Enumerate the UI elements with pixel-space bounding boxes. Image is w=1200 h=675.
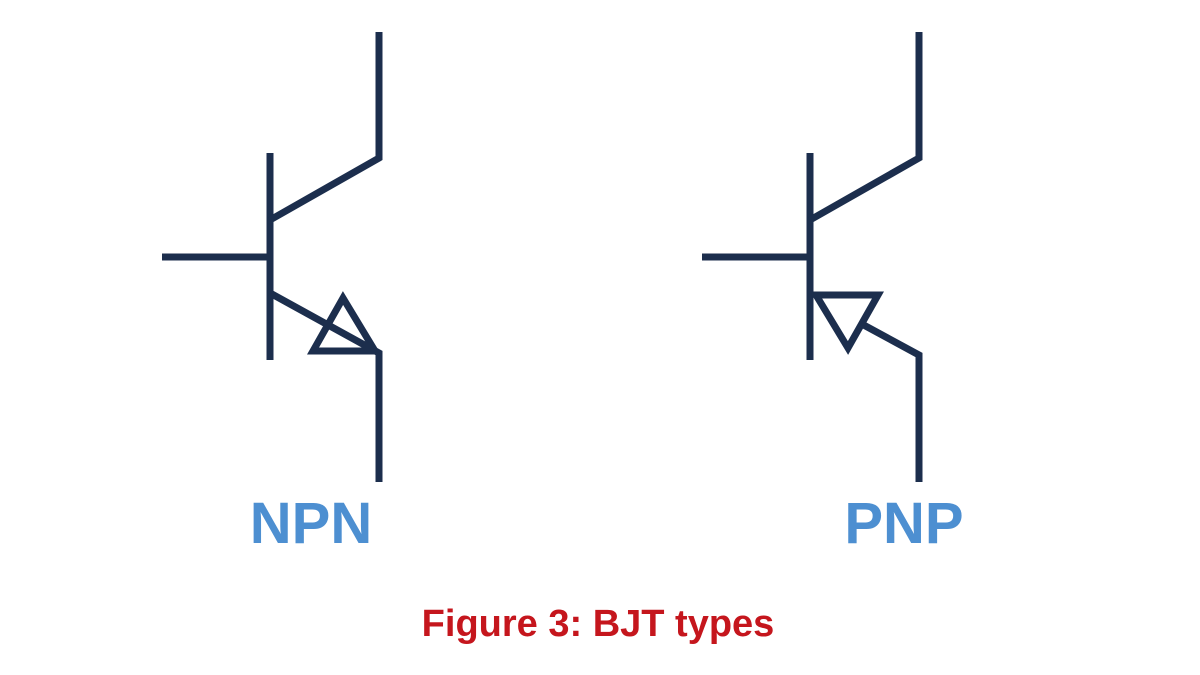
pnp-symbol xyxy=(702,32,923,482)
figure-caption: Figure 3: BJT types xyxy=(422,603,775,645)
npn-collector-lead xyxy=(268,32,383,224)
npn-label: NPN xyxy=(250,491,372,556)
pnp-emitter-lead xyxy=(858,319,923,482)
pnp-label: PNP xyxy=(844,491,963,556)
npn-symbol xyxy=(162,32,383,482)
npn-emitter-arrow-icon xyxy=(306,291,382,355)
pnp-collector-lead xyxy=(808,32,923,224)
npn-emitter-lead xyxy=(268,289,383,482)
pnp-emitter-arrow-icon xyxy=(809,291,885,355)
